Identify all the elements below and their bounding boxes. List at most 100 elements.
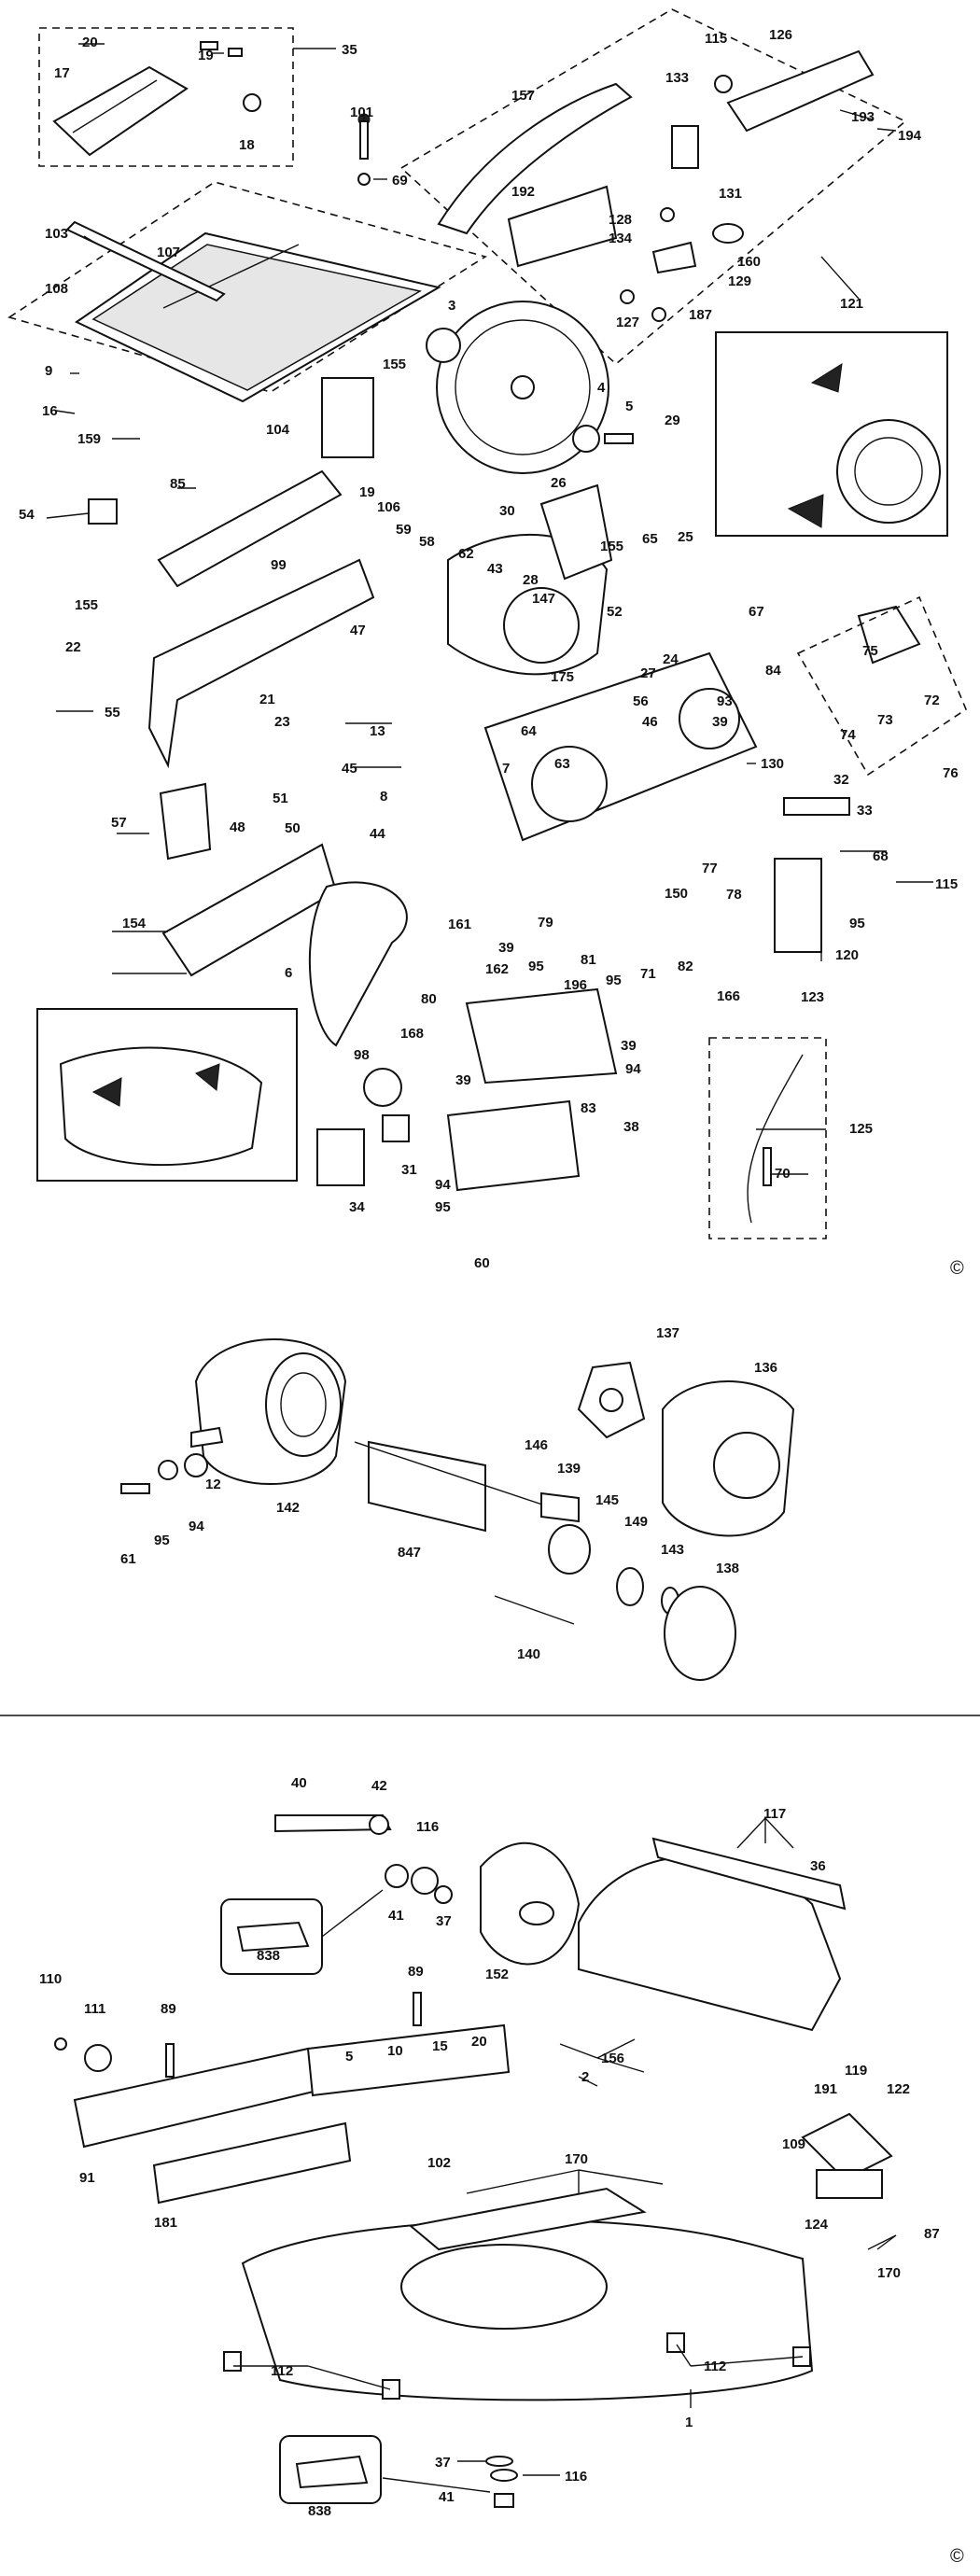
- part-61-screw: [120, 1483, 150, 1494]
- label-142: 142: [276, 1500, 300, 1516]
- part-36-rail: [651, 1837, 847, 1911]
- label-67: 67: [749, 604, 764, 620]
- part-139-bearing: [548, 1524, 591, 1575]
- label-125: 125: [849, 1121, 873, 1137]
- part-34-switch: [316, 1128, 365, 1186]
- part-3-flange: [426, 328, 461, 363]
- label-98: 98: [354, 1047, 370, 1063]
- part-116-washer: [411, 1867, 439, 1895]
- label-61: 61: [120, 1551, 136, 1567]
- label-94a: 94: [625, 1061, 641, 1077]
- label-121: 121: [840, 296, 863, 312]
- part-131-knob: [712, 223, 744, 244]
- label-60: 60: [474, 1255, 490, 1271]
- label-136: 136: [754, 1360, 777, 1376]
- label-43: 43: [487, 561, 503, 577]
- label-73: 73: [877, 712, 893, 728]
- scale-tick-15: 15: [432, 2038, 448, 2054]
- part-129-bracket: [651, 241, 697, 274]
- label-30: 30: [499, 503, 515, 519]
- part-17-riving-guard: [52, 65, 189, 157]
- label-65: 65: [642, 531, 658, 547]
- label-154: 154: [122, 916, 147, 931]
- part-83-cover: [465, 987, 618, 1085]
- label-56: 56: [633, 693, 649, 709]
- part-42-lever: [369, 1814, 389, 1835]
- label-192: 192: [511, 184, 535, 200]
- label-64: 64: [521, 723, 537, 739]
- part-72-clip: [857, 605, 921, 665]
- part-110-screw: [54, 2037, 67, 2051]
- label-123: 123: [801, 989, 824, 1005]
- label-26: 26: [551, 475, 567, 491]
- label-120: 120: [835, 947, 859, 963]
- part-70-wire: [763, 1147, 772, 1186]
- label-196: 196: [564, 977, 587, 993]
- label-45: 45: [342, 761, 357, 777]
- label-9: 9: [45, 363, 52, 379]
- label-134: 134: [609, 231, 633, 246]
- label-35: 35: [342, 42, 357, 58]
- scale-tick-5: 5: [345, 2049, 353, 2065]
- label-23: 23: [274, 714, 290, 730]
- label-24: 24: [663, 651, 679, 667]
- part-scale-plate: [306, 2023, 511, 2097]
- label-44: 44: [370, 826, 385, 842]
- label-76: 76: [943, 765, 959, 781]
- label-80: 80: [421, 991, 437, 1007]
- label-41b: 41: [439, 2489, 455, 2505]
- part-126-bar: [726, 49, 875, 133]
- label-99: 99: [271, 557, 287, 573]
- label-74: 74: [840, 727, 856, 743]
- label-87: 87: [924, 2226, 940, 2242]
- part-89-pin-b: [413, 1992, 422, 2026]
- group-box-table: [7, 181, 487, 393]
- part-145-bearing: [616, 1567, 644, 1606]
- label-58: 58: [419, 534, 435, 550]
- label-160: 160: [737, 254, 761, 270]
- label-38: 38: [623, 1119, 639, 1135]
- label-71: 71: [640, 966, 656, 982]
- label-7: 7: [502, 761, 510, 777]
- label-847: 847: [398, 1545, 421, 1561]
- part-181-fence: [152, 2121, 352, 2205]
- part-4-flange: [572, 425, 600, 453]
- label-78: 78: [726, 887, 742, 903]
- label-70: 70: [775, 1166, 791, 1182]
- part-157-handle: [437, 82, 633, 235]
- part-69-washer: [357, 173, 371, 186]
- part-5-bolt: [604, 433, 634, 444]
- label-57: 57: [111, 815, 127, 831]
- part-41-nut: [385, 1864, 409, 1888]
- part-102-plate: [408, 2187, 647, 2251]
- part-104-sleeve: [321, 377, 374, 458]
- label-89a: 89: [408, 1964, 424, 1980]
- label-129: 129: [728, 273, 751, 289]
- group-box-125: [708, 1037, 827, 1239]
- label-42: 42: [371, 1778, 387, 1794]
- leader-lines-upper: [46, 43, 933, 1175]
- label-128: 128: [609, 212, 632, 228]
- label-162: 162: [485, 961, 509, 977]
- label-48: 48: [230, 819, 245, 835]
- label-19b: 19: [359, 484, 375, 500]
- label-155b: 155: [600, 539, 623, 554]
- part-95-washer: [158, 1460, 178, 1480]
- part-16-scale: [65, 220, 226, 302]
- label-39b: 39: [498, 940, 514, 956]
- label-17: 17: [54, 65, 70, 81]
- label-138: 138: [716, 1561, 739, 1576]
- scale-tick-20: 20: [471, 2034, 487, 2050]
- label-20: 20: [82, 35, 98, 50]
- label-95e: 95: [154, 1533, 170, 1548]
- label-187: 187: [689, 307, 712, 323]
- label-69: 69: [392, 173, 408, 189]
- label-193: 193: [851, 109, 875, 125]
- label-21: 21: [259, 692, 275, 707]
- part-112-foot-c: [666, 2332, 685, 2353]
- label-39a: 39: [712, 714, 728, 730]
- label-83: 83: [581, 1100, 596, 1116]
- label-112b: 112: [704, 2359, 726, 2374]
- part-32-bracket: [783, 797, 850, 816]
- label-140: 140: [517, 1646, 540, 1662]
